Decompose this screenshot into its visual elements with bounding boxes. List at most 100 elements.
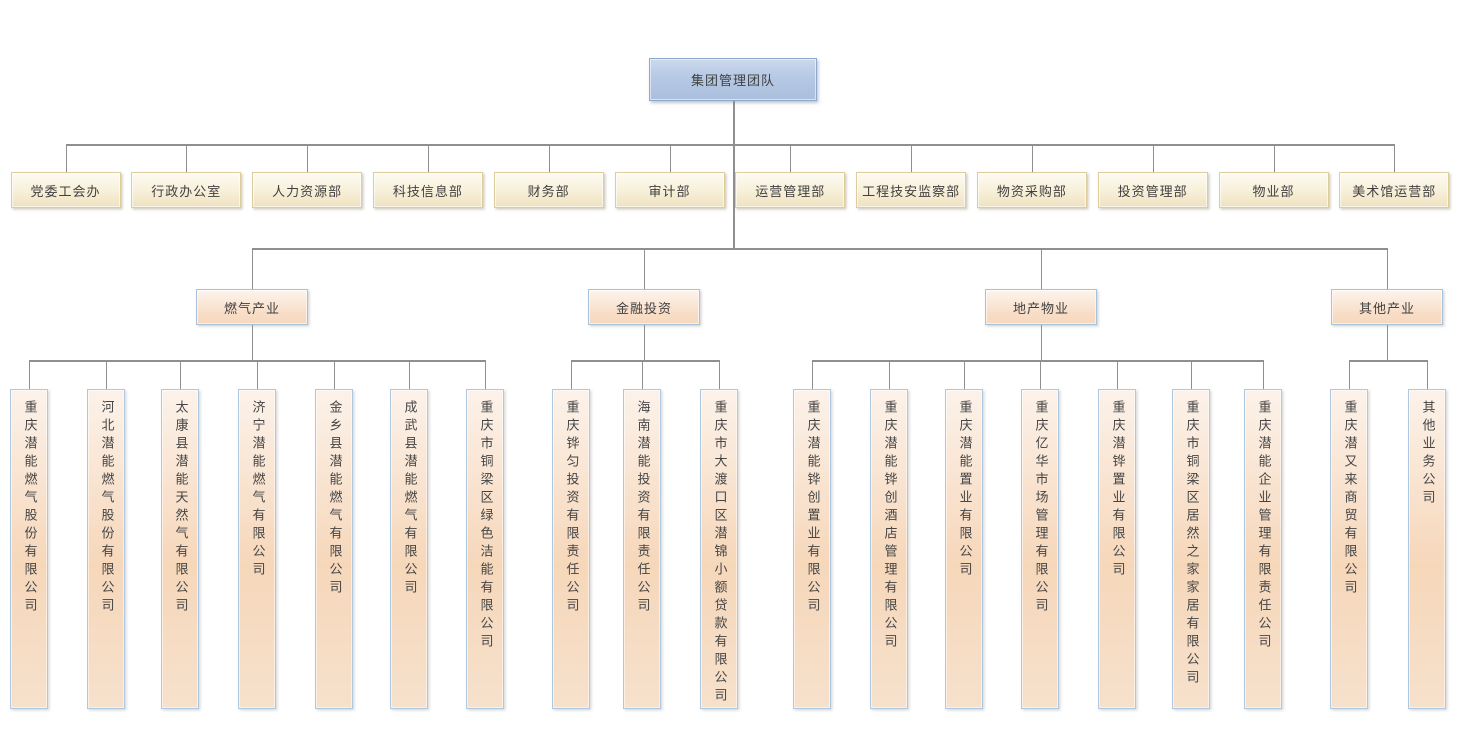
company-box-0-4[interactable]: 金乡县潜能燃气有限公司 [315, 389, 353, 709]
connector-drop-company [1427, 360, 1428, 389]
department-label: 审计部 [648, 184, 691, 200]
company-label: 重庆潜能铧创酒店管理有限公司 [881, 400, 897, 652]
department-box-2[interactable]: 人力资源部 [252, 172, 363, 208]
department-label: 美术馆运营部 [1352, 184, 1437, 200]
department-box-10[interactable]: 物业部 [1218, 172, 1329, 208]
connector-drop-department [1031, 144, 1033, 172]
department-box-0[interactable]: 党委工会办 [10, 172, 121, 208]
connector-drop-company [642, 360, 643, 389]
connector-drop-company [106, 360, 107, 389]
department-box-3[interactable]: 科技信息部 [372, 172, 483, 208]
company-label: 成武县潜能燃气有限公司 [401, 400, 417, 598]
company-box-2-1[interactable]: 重庆潜能铧创酒店管理有限公司 [870, 389, 908, 709]
department-label: 行政办公室 [151, 184, 222, 200]
connector-drop-department [307, 144, 309, 172]
company-label: 重庆潜能铧创置业有限公司 [804, 400, 820, 616]
company-box-2-2[interactable]: 重庆潜能置业有限公司 [945, 389, 983, 709]
department-label: 党委工会办 [30, 184, 101, 200]
connector-drop-category [1041, 248, 1042, 289]
department-label: 财务部 [527, 184, 570, 200]
company-box-0-5[interactable]: 成武县潜能燃气有限公司 [390, 389, 428, 709]
connector-drop-category [644, 248, 645, 289]
company-label: 其他业务公司 [1419, 400, 1435, 508]
category-label: 金融投资 [615, 301, 672, 317]
category-box-real-estate-property[interactable]: 地产物业 [985, 289, 1097, 325]
connector-drop-department [1273, 144, 1275, 172]
connector-drop-company [719, 360, 720, 389]
category-label: 其他产业 [1358, 301, 1415, 317]
company-box-2-5[interactable]: 重庆市铜梁区居然之家家居有限公司 [1172, 389, 1210, 709]
company-label: 太康县潜能天然气有限公司 [172, 400, 188, 616]
connector-drop-category-bottom [252, 325, 253, 361]
category-label: 燃气产业 [223, 301, 280, 317]
connector-drop-department [1152, 144, 1154, 172]
company-label: 重庆潜又来商贸有限公司 [1341, 400, 1357, 598]
connector-drop-category-bottom [1387, 325, 1388, 361]
department-label: 人力资源部 [272, 184, 343, 200]
company-box-1-0[interactable]: 重庆铧匀投资有限责任公司 [552, 389, 590, 709]
department-label: 投资管理部 [1117, 184, 1188, 200]
connector-drop-company [334, 360, 335, 389]
connector-drop-company [29, 360, 30, 389]
company-box-0-1[interactable]: 河北潜能燃气股份有限公司 [87, 389, 125, 709]
company-box-0-0[interactable]: 重庆潜能燃气股份有限公司 [10, 389, 48, 709]
connector-drop-company [1040, 360, 1041, 389]
department-label: 物业部 [1252, 184, 1295, 200]
category-box-financial-investment[interactable]: 金融投资 [588, 289, 700, 325]
department-box-7[interactable]: 工程技安监察部 [856, 172, 967, 208]
department-label: 物资采购部 [996, 184, 1067, 200]
connector-drop-company [409, 360, 410, 389]
connector-drop-company [257, 360, 258, 389]
company-label: 重庆市铜梁区绿色洁能有限公司 [477, 400, 493, 652]
connector-drop-company [889, 360, 890, 389]
company-box-0-6[interactable]: 重庆市铜梁区绿色洁能有限公司 [466, 389, 504, 709]
company-box-0-3[interactable]: 济宁潜能燃气有限公司 [238, 389, 276, 709]
connector-drop-department [548, 144, 550, 172]
connector-bus-categories [252, 248, 1387, 250]
company-label: 重庆市铜梁区居然之家家居有限公司 [1183, 400, 1199, 688]
company-box-1-2[interactable]: 重庆市大渡口区潜锦小额贷款有限公司 [700, 389, 738, 709]
company-label: 重庆铧匀投资有限责任公司 [563, 400, 579, 616]
company-box-2-4[interactable]: 重庆潜铧置业有限公司 [1098, 389, 1136, 709]
company-box-3-1[interactable]: 其他业务公司 [1408, 389, 1446, 709]
connector-drop-department [911, 144, 913, 172]
department-box-1[interactable]: 行政办公室 [131, 172, 242, 208]
company-box-2-6[interactable]: 重庆潜能企业管理有限责任公司 [1244, 389, 1282, 709]
connector-drop-category-bottom [644, 325, 645, 361]
company-box-2-3[interactable]: 重庆亿华市场管理有限公司 [1021, 389, 1059, 709]
connector-bus-companies [1349, 360, 1427, 362]
department-label: 运营管理部 [755, 184, 826, 200]
company-box-1-1[interactable]: 海南潜能投资有限责任公司 [623, 389, 661, 709]
connector-drop-company [1117, 360, 1118, 389]
connector-drop-company [571, 360, 572, 389]
company-label: 重庆市大渡口区潜锦小额贷款有限公司 [711, 400, 727, 706]
company-label: 重庆潜能置业有限公司 [956, 400, 972, 580]
department-box-11[interactable]: 美术馆运营部 [1339, 172, 1450, 208]
org-node-root[interactable]: 集团管理团队 [649, 58, 817, 101]
company-box-3-0[interactable]: 重庆潜又来商贸有限公司 [1330, 389, 1368, 709]
company-label: 重庆潜能燃气股份有限公司 [21, 400, 37, 616]
company-label: 重庆亿华市场管理有限公司 [1032, 400, 1048, 616]
department-box-5[interactable]: 审计部 [614, 172, 725, 208]
department-box-4[interactable]: 财务部 [493, 172, 604, 208]
company-label: 海南潜能投资有限责任公司 [634, 400, 650, 616]
connector-drop-company [180, 360, 181, 389]
connector-drop-department [790, 144, 792, 172]
connector-drop-category-bottom [1041, 325, 1042, 361]
connector-bus-departments [65, 144, 1395, 146]
company-label: 济宁潜能燃气有限公司 [249, 400, 265, 580]
connector-drop-company [1191, 360, 1192, 389]
category-box-gas-industry[interactable]: 燃气产业 [196, 289, 308, 325]
connector-bus-companies [812, 360, 1263, 362]
department-box-8[interactable]: 物资采购部 [976, 172, 1087, 208]
department-box-9[interactable]: 投资管理部 [1097, 172, 1208, 208]
company-label: 重庆潜铧置业有限公司 [1109, 400, 1125, 580]
connector-trunk [733, 101, 735, 250]
company-box-0-2[interactable]: 太康县潜能天然气有限公司 [161, 389, 199, 709]
connector-drop-company [964, 360, 965, 389]
company-box-2-0[interactable]: 重庆潜能铧创置业有限公司 [793, 389, 831, 709]
org-node-root-label: 集团管理团队 [690, 74, 775, 89]
category-box-other-industry[interactable]: 其他产业 [1331, 289, 1443, 325]
connector-drop-department [1394, 144, 1396, 172]
department-box-6[interactable]: 运营管理部 [735, 172, 846, 208]
